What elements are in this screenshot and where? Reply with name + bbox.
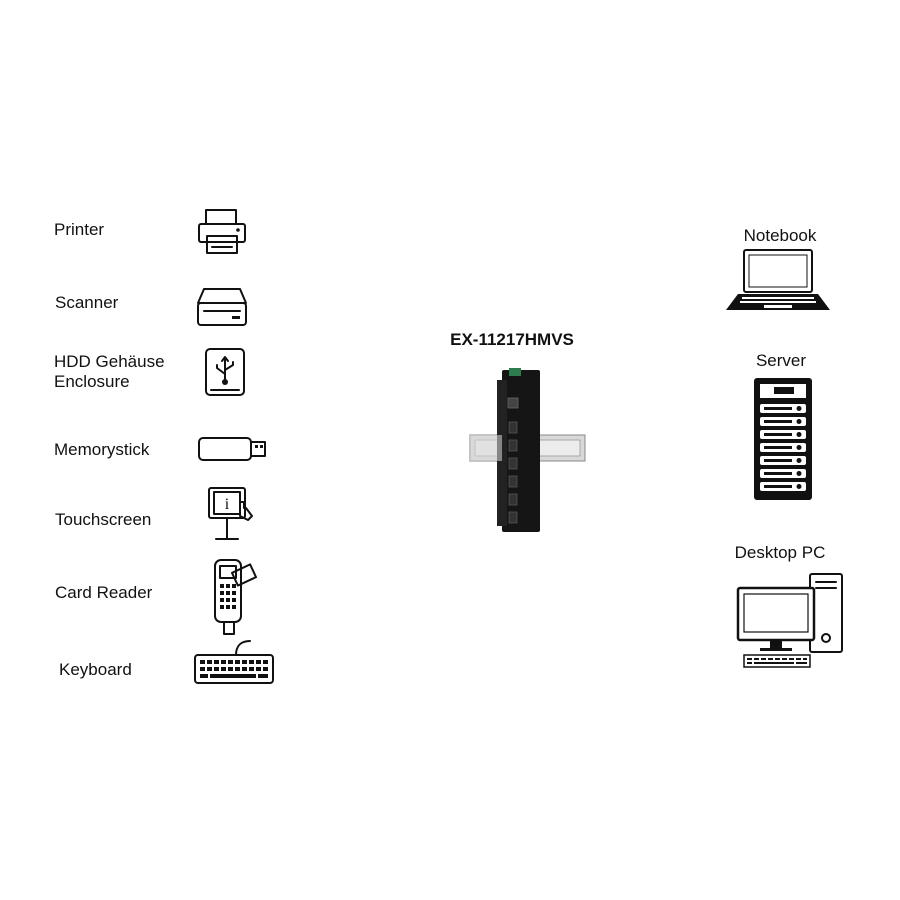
usb-stick-icon: [198, 437, 266, 461]
keyboard-icon: [194, 640, 274, 684]
svg-text:i: i: [225, 496, 230, 513]
left-connector-lines: [300, 228, 438, 670]
right-connector-lines: [595, 279, 738, 613]
host-label-server: Server: [755, 351, 807, 370]
host-label-desktop-pc: Desktop PC: [734, 543, 826, 562]
device-label-memorystick: Memorystick: [54, 440, 150, 459]
touchscreen-kiosk-icon: i: [208, 487, 253, 540]
device-label-keyboard: Keyboard: [59, 660, 132, 679]
device-label-hdd-enclosure: HDD Gehäuse Enclosure: [54, 352, 165, 391]
server-rack-icon: [754, 378, 812, 500]
hdd-enclosure-icon: [205, 348, 245, 396]
desktop-pc-icon: [736, 573, 843, 668]
notebook-icon: [726, 249, 830, 310]
host-label-notebook: Notebook: [743, 226, 817, 245]
scanner-icon: [197, 288, 247, 326]
device-label-card-reader: Card Reader: [55, 583, 153, 602]
device-label-scanner: Scanner: [55, 293, 119, 312]
device-label-printer: Printer: [54, 220, 105, 239]
device-label-touchscreen: Touchscreen: [55, 510, 152, 529]
card-reader-icon: [214, 559, 258, 635]
hub-model-title: EX-11217HMVS: [450, 330, 574, 349]
printer-icon: [198, 209, 246, 254]
usb-hub-device: [469, 368, 586, 532]
